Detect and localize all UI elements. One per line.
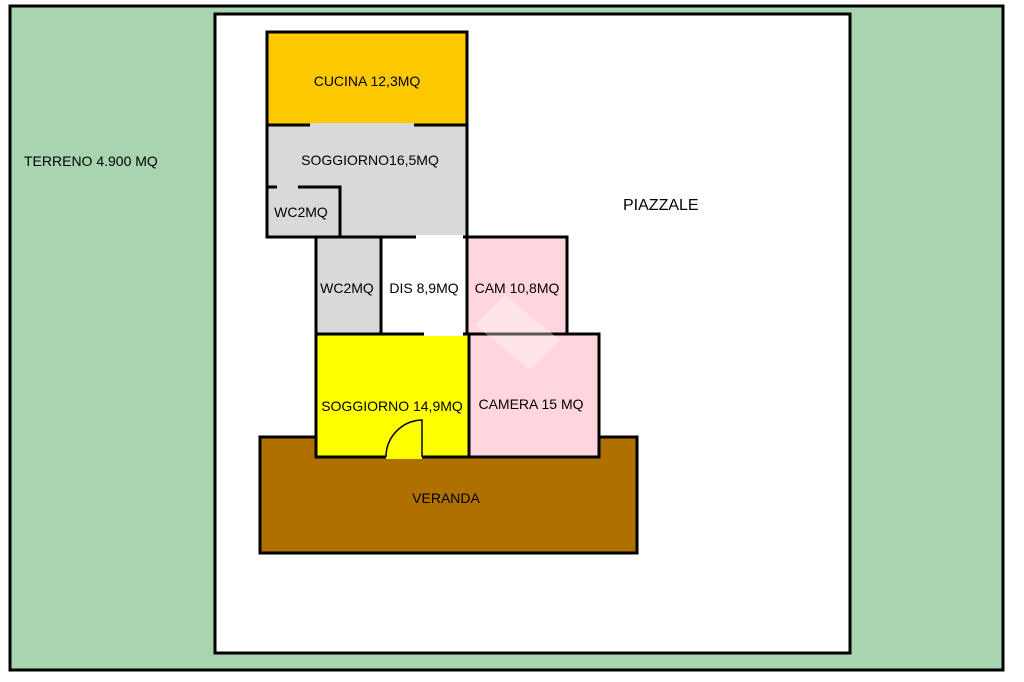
watermark-logo <box>475 295 560 370</box>
soggiorno-bottom-label: SOGGIORNO 14,9MQ <box>321 398 463 414</box>
wc-upper-room <box>265 185 342 239</box>
dis-label: DIS 8,9MQ <box>389 280 458 296</box>
cucina-room <box>265 30 469 127</box>
wc-lower-label: WC2MQ <box>320 280 374 296</box>
cam-label: CAM 10,8MQ <box>475 280 560 296</box>
terreno-label: TERRENO 4.900 MQ <box>24 153 158 169</box>
piazzale-label: PIAZZALE <box>623 197 699 214</box>
camera-label: CAMERA 15 MQ <box>478 396 583 412</box>
veranda-label: VERANDA <box>412 490 480 506</box>
wc-upper-label: WC2MQ <box>274 204 328 220</box>
soggiorno-top-label: SOGGIORNO16,5MQ <box>301 152 439 168</box>
door-swing <box>385 419 423 458</box>
cucina-label: CUCINA 12,3MQ <box>314 73 421 89</box>
dis-room <box>379 235 469 336</box>
camera-room <box>467 332 601 459</box>
